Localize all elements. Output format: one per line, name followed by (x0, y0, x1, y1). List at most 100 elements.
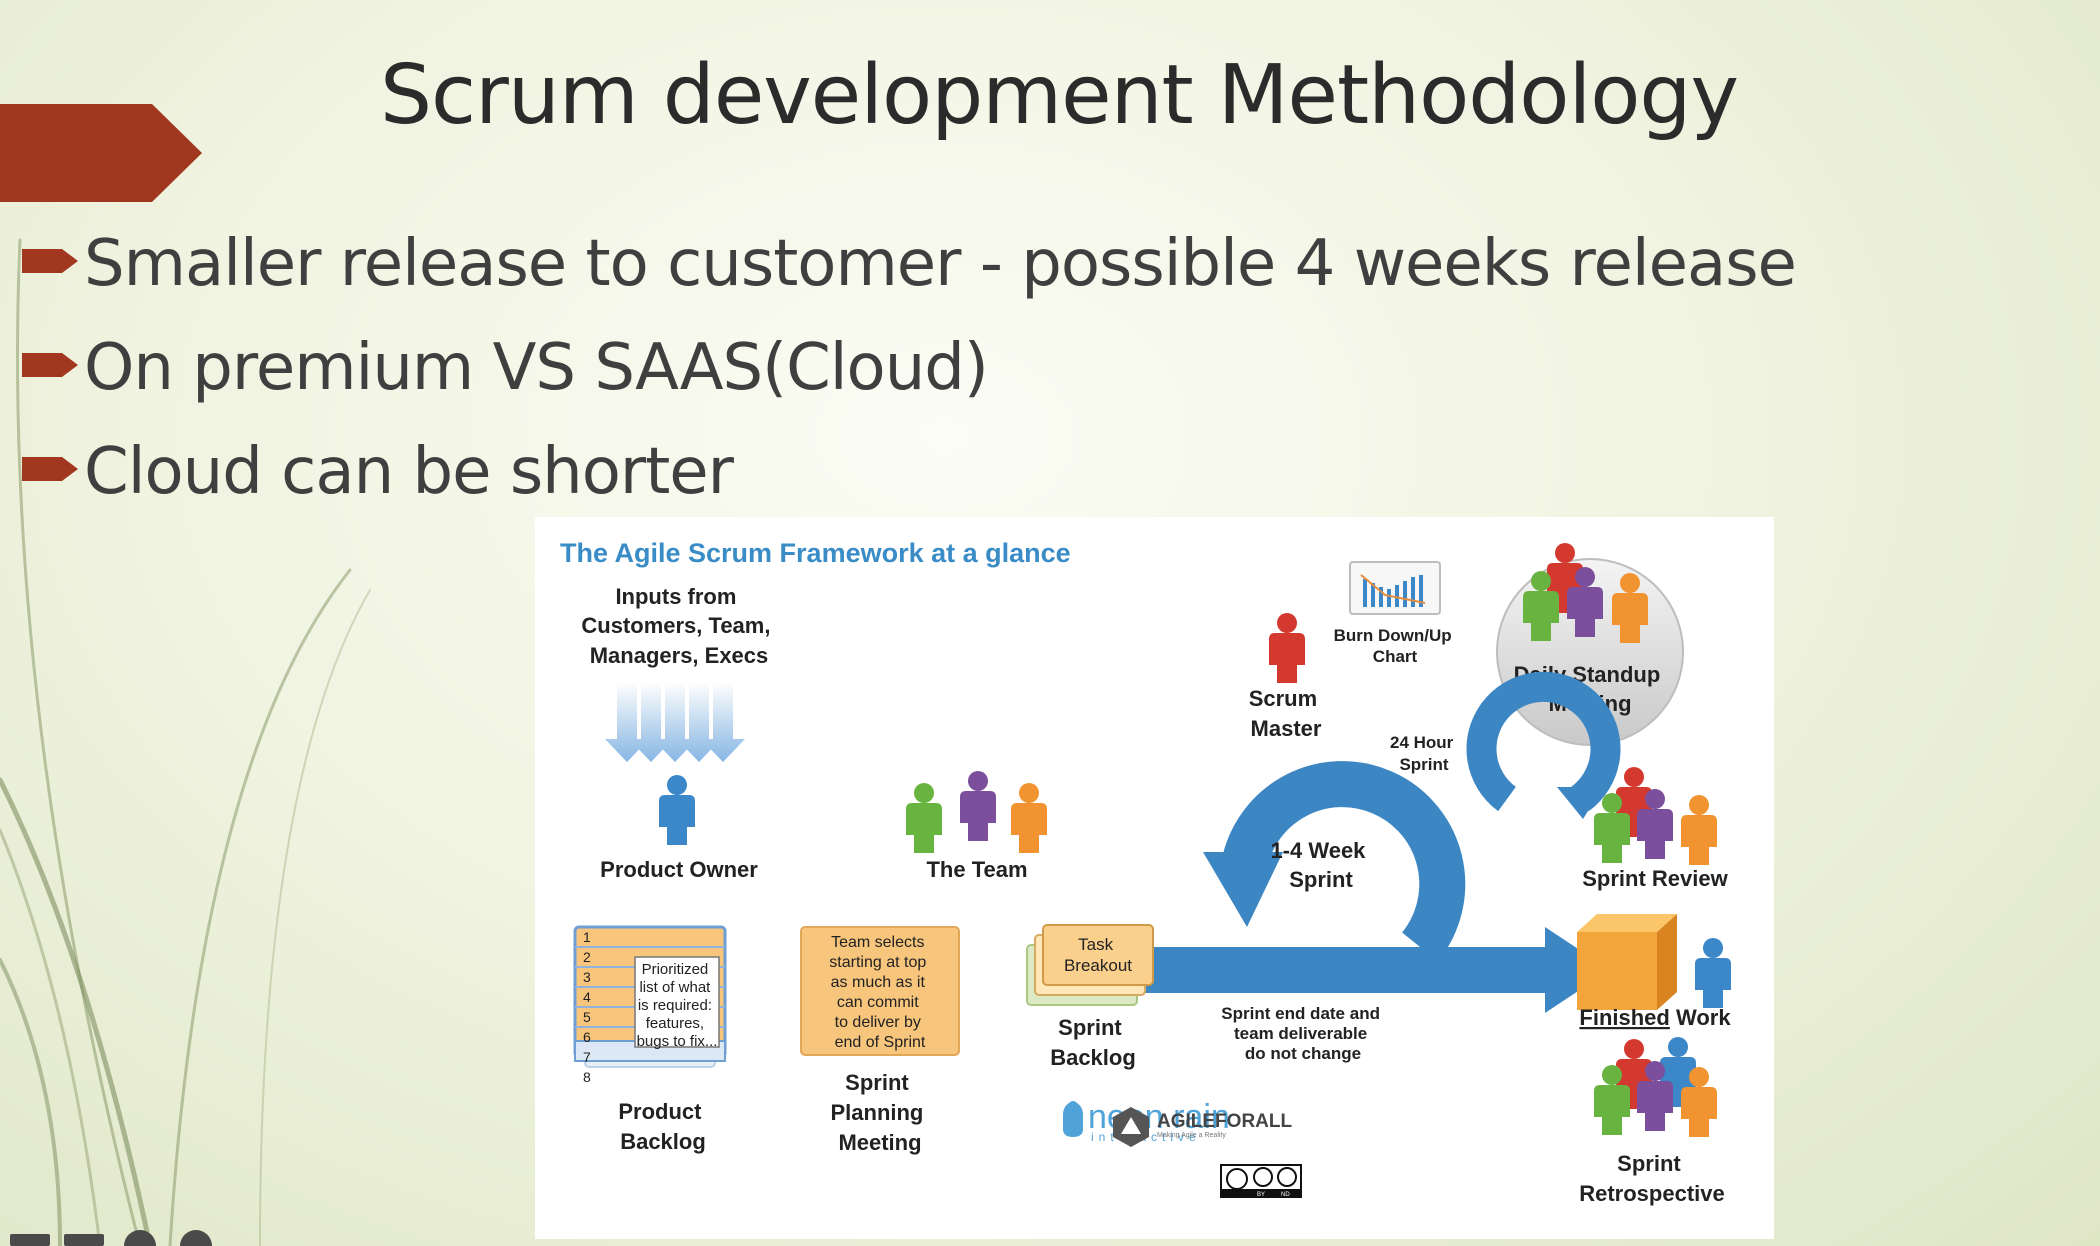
bullet-item: Smaller release to customer - possible 4… (22, 212, 1797, 316)
svg-text:Sprint Planning Meetin: Sprint Planning Meeting (830, 1070, 929, 1155)
backlog-row-number: 3 (583, 969, 591, 985)
backlog-row-number: 7 (583, 1049, 591, 1065)
cc-label: ND (1281, 1192, 1290, 1198)
planning-note: end of Sprint (835, 1034, 926, 1051)
svg-text:1 2 3 4 5: 1 2 3 4 5 6 7 8 (583, 929, 595, 1085)
sprint-planning-label: Sprint (845, 1070, 909, 1095)
scrum-master-label: Master (1251, 716, 1322, 741)
team-person-icon (1011, 783, 1047, 853)
svg-text:Scrum Master: Scrum Master (1249, 686, 1324, 741)
sprint-review-label: Sprint Review (1582, 866, 1728, 891)
backlog-row-number: 4 (583, 989, 591, 1005)
week-sprint-label: Sprint (1289, 867, 1353, 892)
backlog-note: features, (646, 1015, 704, 1032)
sprint-backlog-label: Sprint (1058, 1015, 1122, 1040)
scrum-master-person-icon (1269, 613, 1305, 683)
agile-for-all-logo: AGILEFORALL Making Agile a Reality (1113, 1107, 1292, 1147)
bullet-text: Cloud can be shorter (84, 435, 734, 509)
sprint-backlog-label: Backlog (1050, 1045, 1136, 1070)
sprint-end-note: team deliverable (1234, 1024, 1367, 1043)
downward-arrows-icon (605, 683, 745, 762)
sprint-planning-label: Meeting (838, 1130, 921, 1155)
inputs-label: Managers, Execs (590, 643, 769, 668)
agile-scrum-framework-diagram: The Agile Scrum Framework at a glance In… (535, 517, 1774, 1239)
team-label: The Team (926, 857, 1027, 882)
svg-text:Product Backlog: Product Backlog (618, 1099, 707, 1154)
product-owner-label: Product Owner (600, 857, 758, 882)
red-arrow-bullet-icon (22, 353, 78, 378)
bar-chart-icon (1349, 561, 1441, 615)
product-backlog-label: Product (618, 1099, 702, 1124)
planning-note-card (800, 926, 960, 1056)
sprint-cycle-graphic (1135, 671, 1621, 1013)
scrum-master-label: Scrum (1249, 686, 1317, 711)
svg-text:Sprint end date and team d: Sprint end date and team deliverable do … (1221, 1004, 1384, 1063)
svg-text:Prioritized list of what: Prioritized list of what is required: fe… (637, 961, 718, 1050)
finished-person-icon (1695, 938, 1731, 1008)
framework-heading: The Agile Scrum Framework at a glance (560, 538, 1071, 568)
hour-sprint-label: Sprint (1399, 755, 1448, 774)
backlog-row-number: 2 (583, 949, 591, 965)
product-backlog-label: Backlog (620, 1129, 706, 1154)
work-label: Work (1670, 1005, 1731, 1030)
task-breakout-label: Task (1078, 935, 1113, 954)
bullet-text: On premium VS SAAS(Cloud) (84, 331, 989, 405)
backlog-row-number: 8 (583, 1069, 591, 1085)
planning-note: to deliver by (835, 1014, 921, 1031)
bullet-item: On premium VS SAAS(Cloud) (22, 316, 1796, 420)
backlog-note: Prioritized (642, 961, 709, 978)
finished-label: Finished (1579, 1005, 1669, 1030)
presentation-toolbar[interactable] (0, 1228, 240, 1246)
backlog-note: list of what (639, 979, 711, 996)
planning-note: as much as it (831, 974, 926, 991)
cc-label: BY (1257, 1192, 1265, 1198)
finished-work-label: Finished Work (1579, 1005, 1731, 1030)
review-person-icon (1681, 795, 1717, 865)
bullet-text: Smaller release to customer - possible 4… (84, 227, 1797, 301)
red-arrow-bullet-icon (22, 457, 78, 482)
backlog-row-number: 5 (583, 1009, 591, 1025)
orange-cube-icon (1577, 914, 1677, 1010)
agile-for-all-logo-subtext: Making Agile a Reality (1157, 1132, 1226, 1139)
planning-note: can commit (837, 994, 919, 1011)
backlog-row-number: 6 (583, 1029, 591, 1045)
toolbar-icon[interactable] (10, 1234, 50, 1246)
red-pentagon-banner (0, 104, 202, 202)
svg-text:Burn Down/Up Chart: Burn Down/Up Chart (1334, 626, 1457, 666)
task-breakout-label: Breakout (1064, 956, 1132, 975)
bullet-list: Smaller release to customer - possible 4… (22, 212, 1797, 524)
sprint-end-note: Sprint end date and (1221, 1004, 1380, 1023)
svg-text:24 Hour Sprint: 24 Hour Sprint (1390, 733, 1458, 774)
svg-text:Task Breakout: Task Breakout (1064, 935, 1132, 975)
svg-text:Sprint Retrospective: Sprint Retrospective (1579, 1151, 1725, 1206)
creative-commons-badge: BY ND (1220, 1164, 1302, 1198)
svg-text:Team selects starting at t: Team selects starting at top as much as … (829, 934, 930, 1051)
sprint-retro-label: Retrospective (1579, 1181, 1725, 1206)
red-arrow-bullet-icon (22, 249, 78, 274)
svg-text:Sprint Backlog: Sprint Backlog (1050, 1015, 1136, 1070)
task-breakout-stack (1026, 924, 1154, 1006)
team-person-icon (906, 783, 942, 853)
burndown-label: Chart (1373, 647, 1418, 666)
sprint-retro-label: Sprint (1617, 1151, 1681, 1176)
sprint-end-note: do not change (1245, 1044, 1361, 1063)
inputs-label: Customers, Team, (581, 613, 770, 638)
svg-text:1-4 Week Sprint: 1-4 Week Sprint (1270, 838, 1371, 892)
inputs-label: Inputs from (615, 584, 736, 609)
backlog-row-number: 1 (583, 929, 591, 945)
toolbar-icon[interactable] (64, 1234, 104, 1246)
sprint-planning-label: Planning (830, 1100, 923, 1125)
toolbar-icon[interactable] (124, 1230, 156, 1246)
backlog-note: is required: (638, 997, 712, 1014)
product-owner-person-icon (659, 775, 695, 845)
planning-note: starting at top (829, 954, 926, 971)
backlog-note: bugs to fix... (637, 1033, 718, 1050)
planning-note: Team selects (831, 934, 924, 951)
slide-title: Scrum development Methodology (380, 48, 1739, 143)
burndown-label: Burn Down/Up (1334, 626, 1452, 645)
toolbar-icon[interactable] (180, 1230, 212, 1246)
agile-for-all-logo-text: AGILEFORALL (1157, 1111, 1292, 1132)
bullet-item: Cloud can be shorter (22, 420, 1796, 524)
product-backlog-stack (573, 925, 727, 1068)
